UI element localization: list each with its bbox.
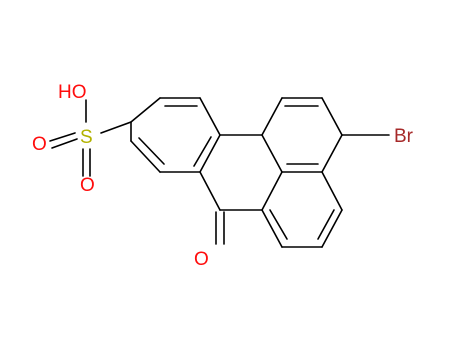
carbonyl-oxygen-label: O — [194, 249, 209, 270]
bond — [321, 209, 343, 248]
sulfur-label: S — [80, 127, 93, 148]
bond — [130, 140, 161, 173]
bond — [199, 97, 221, 136]
bond — [138, 137, 165, 165]
bond — [261, 209, 283, 248]
bond — [199, 171, 221, 211]
bond — [261, 171, 283, 211]
bond — [321, 171, 343, 211]
atom-labels: HO S O O O Br — [32, 82, 414, 270]
hydroxyl-label: HO — [58, 82, 87, 103]
sulfonyl-oxygen-label: O — [80, 175, 95, 196]
bond — [199, 134, 221, 173]
bond — [269, 209, 288, 240]
bond — [261, 97, 283, 136]
bromine-label: Br — [394, 126, 414, 147]
bond — [321, 134, 343, 173]
bond — [51, 138, 78, 149]
bond — [100, 121, 132, 134]
bond — [130, 97, 161, 123]
bonds — [49, 97, 390, 248]
bond — [317, 209, 335, 240]
sulfonyl-oxygen-label: O — [32, 134, 47, 155]
bond — [321, 97, 343, 136]
bond — [193, 136, 212, 167]
bond — [49, 132, 76, 142]
bond — [261, 134, 283, 173]
